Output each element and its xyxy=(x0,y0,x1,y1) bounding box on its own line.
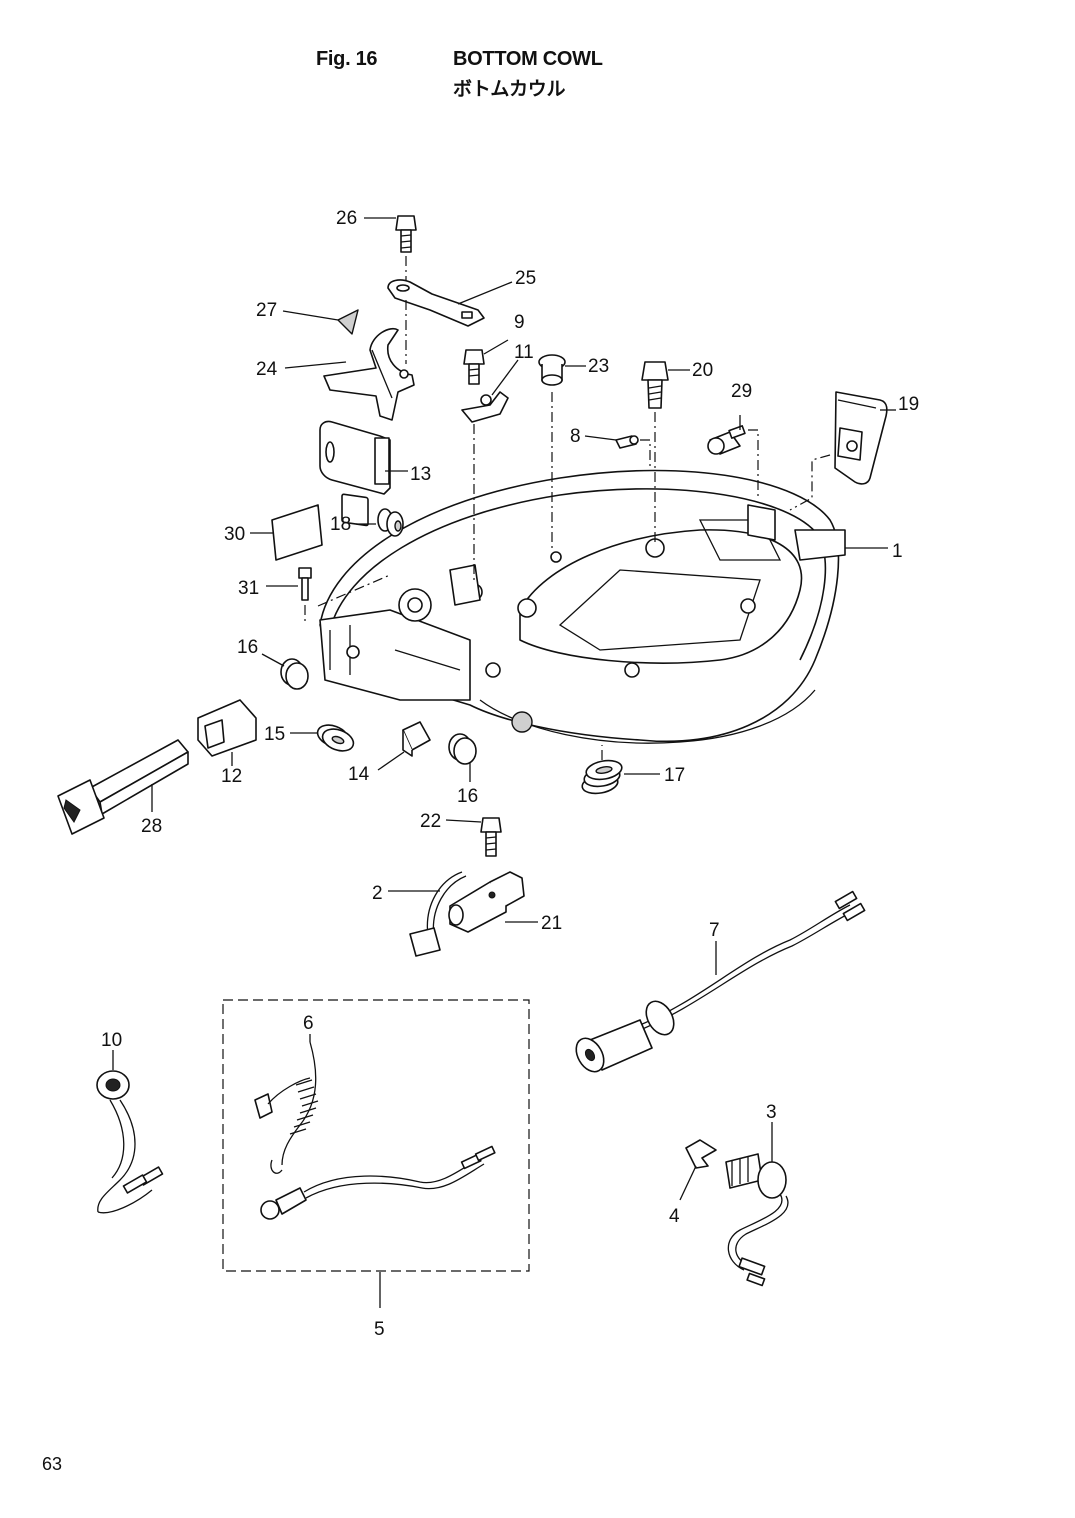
part-28-tiller-handle xyxy=(57,739,189,835)
part-19-side-plate xyxy=(834,391,888,485)
part-22-screw xyxy=(480,817,502,857)
callout-16-right: 16 xyxy=(457,786,478,807)
figure-title-english: BOTTOM COWL xyxy=(453,48,603,70)
figure-title-japanese: ボトムカウル xyxy=(453,78,566,100)
callout-10: 10 xyxy=(101,1030,122,1051)
part-16-plug-left xyxy=(280,658,309,690)
part-15-grommet xyxy=(316,724,355,752)
part-25-plate xyxy=(387,279,485,327)
part-1-bottom-cowl xyxy=(319,469,846,744)
callout-27: 27 xyxy=(256,300,277,321)
callout-22: 22 xyxy=(420,811,441,832)
figure-label: Fig. 16 xyxy=(316,48,378,70)
callout-3: 3 xyxy=(766,1102,777,1123)
part-13-switch-cover xyxy=(319,420,391,527)
page-number: 63 xyxy=(42,1454,63,1474)
part-11-bracket xyxy=(461,391,509,423)
callout-5: 5 xyxy=(374,1319,385,1340)
callout-6: 6 xyxy=(303,1013,314,1034)
part-21-fuel-connector xyxy=(448,871,525,933)
callout-16-left: 16 xyxy=(237,637,258,658)
callout-9: 9 xyxy=(514,312,525,333)
part-18-grommet xyxy=(377,508,404,537)
callout-26: 26 xyxy=(336,208,357,229)
part-26-bolt xyxy=(395,215,417,253)
callout-19: 19 xyxy=(898,394,919,415)
part-4-clip xyxy=(685,1139,717,1169)
part-8-screw xyxy=(615,435,639,449)
callout-11: 11 xyxy=(514,342,534,363)
part-3-switch xyxy=(725,1153,789,1287)
callout-15: 15 xyxy=(264,724,285,745)
part-30-label-plate xyxy=(271,504,323,561)
part-6-lanyard xyxy=(254,1041,319,1174)
callout-24: 24 xyxy=(256,359,278,380)
callout-17: 17 xyxy=(664,765,685,786)
part-17-grommet xyxy=(581,759,623,795)
part-23-grommet xyxy=(538,354,566,386)
callout-31: 31 xyxy=(238,578,259,599)
part-12-handle-grip xyxy=(197,699,257,757)
part-20-bolt xyxy=(641,361,669,409)
part-5-lanyard-switch xyxy=(260,1145,496,1220)
callout-12: 12 xyxy=(221,766,242,787)
part-24-bracket xyxy=(323,328,415,421)
part-9-bolt xyxy=(463,349,485,385)
callout-28: 28 xyxy=(141,816,162,837)
callout-13: 13 xyxy=(410,464,431,485)
callout-1: 1 xyxy=(892,541,903,562)
callout-20: 20 xyxy=(692,360,713,381)
part-5-kit-box xyxy=(222,999,530,1272)
callout-2: 2 xyxy=(372,883,383,904)
part-10-switch-assembly xyxy=(96,1070,164,1214)
callout-21: 21 xyxy=(541,913,562,934)
callout-30: 30 xyxy=(224,524,245,545)
part-7-stop-switch-cord xyxy=(575,890,866,1073)
callout-14: 14 xyxy=(348,764,370,785)
callout-25: 25 xyxy=(515,268,536,289)
callout-23: 23 xyxy=(588,356,609,377)
callout-7: 7 xyxy=(709,920,720,941)
callout-29: 29 xyxy=(731,381,752,402)
part-29-screw xyxy=(707,425,746,455)
part-31-screw xyxy=(298,567,312,601)
part-14-clip xyxy=(402,721,431,757)
callout-8: 8 xyxy=(570,426,581,447)
callout-4: 4 xyxy=(669,1206,680,1227)
callout-18: 18 xyxy=(330,514,351,535)
part-27-wedge xyxy=(337,309,359,335)
part-16-plug-right xyxy=(448,733,477,765)
part-2-fuel-cap-strap xyxy=(409,871,467,957)
